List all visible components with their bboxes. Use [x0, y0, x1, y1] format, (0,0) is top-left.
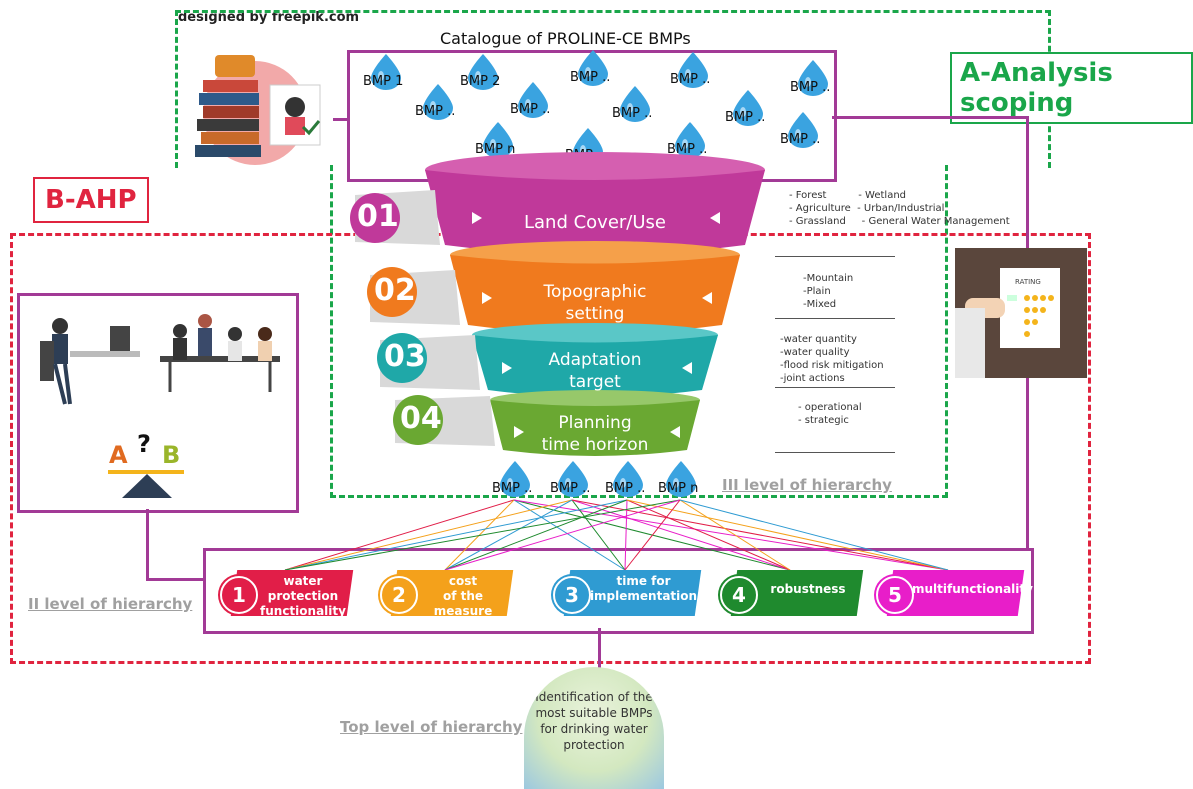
analysis-scoping-region-main [330, 165, 948, 498]
bmp-drop-bottom-label: BMP .. [605, 481, 646, 496]
divider-line [775, 318, 895, 319]
bmp-drop-top [483, 122, 513, 162]
land-cover-list: - Forest - Wetland - Agriculture - Urban… [789, 190, 1010, 227]
bmp-drop-top [798, 60, 828, 100]
criterion-number-badge: 5 [876, 576, 914, 614]
connector-line [832, 116, 1027, 119]
bmp-drop-top-label: BMP 2 [460, 74, 501, 89]
rating-illustration: RATING [955, 248, 1087, 378]
criterion-label-line1: multifunctionality [912, 582, 1033, 596]
bmp-drop-top-label: BMP .. [780, 132, 821, 147]
funnel-label-adaptation-line1: Adaptation [548, 350, 642, 370]
funnel-diagram [340, 150, 780, 470]
bmp-drop-top-label: BMP .. [790, 80, 831, 95]
bmp-drop-bottom [666, 461, 696, 501]
funnel-label-land-cover: Land Cover/Use [523, 212, 666, 233]
credit-text: designed by freepik.com [178, 10, 360, 25]
criterion-number-badge: 4 [720, 576, 758, 614]
bmp-drop-top [371, 54, 401, 94]
level3-label: III level of hierarchy [722, 476, 892, 494]
bmp-drop-top [675, 122, 705, 162]
bmp-drop-top [518, 82, 548, 122]
bmp-drop-top [423, 84, 453, 124]
planning-list: - operational - strategic [798, 402, 862, 426]
bmp-drop-bottom-label: BMP .. [550, 481, 591, 496]
divider-line [775, 256, 895, 257]
bmp-drop-top [620, 86, 650, 126]
bmp-drop-top-label: BMP 1 [363, 74, 404, 89]
section-a-label: A-Analysis scoping [950, 52, 1193, 124]
b-letter: B [162, 441, 181, 469]
criterion-number-badge: 2 [380, 576, 418, 614]
bmp-drop-top-label: BMP .. [667, 142, 708, 157]
funnel-num-1: 01 [357, 199, 399, 234]
bmp-drop-top-label: BMP .. [725, 110, 766, 125]
criterion-label-line2: implementation [589, 589, 698, 603]
rating-label: RATING [1015, 278, 1041, 286]
divider-line [775, 387, 895, 388]
criterion-label-line2: of the measure [433, 589, 493, 618]
scale-base-icon [122, 474, 172, 498]
criterion-label-line2: functionality [260, 604, 346, 618]
level2-label: II level of hierarchy [28, 595, 193, 613]
divider-line [775, 452, 895, 453]
question-mark: ? [137, 430, 151, 458]
connector-line [333, 118, 348, 121]
catalogue-title: Catalogue of PROLINE-CE BMPs [440, 29, 691, 48]
top-level-label: Top level of hierarchy [340, 718, 523, 736]
funnel-num-4: 04 [400, 401, 442, 436]
bmp-drop-top [733, 90, 763, 130]
bmp-drop-top-label: BMP .. [612, 106, 653, 121]
bmp-drop-top [788, 112, 818, 152]
funnel-num-2: 02 [374, 273, 416, 308]
section-b-label: B-AHP [33, 177, 149, 223]
bmp-drop-top [678, 52, 708, 92]
funnel-label-adaptation-line2: target [569, 372, 621, 392]
funnel-label-planning-line2: time horizon [541, 435, 649, 455]
bmp-drop-bottom-label: BMP .. [492, 481, 533, 496]
funnel-label-adaptation: Adaptation target [495, 349, 695, 393]
ahp-illustration-box: A ? B [17, 293, 299, 513]
bmp-drop-top [578, 50, 608, 90]
scale-beam [108, 470, 184, 474]
connector-line [598, 628, 601, 670]
goal-circle: Identification of the most suitable BMPs… [524, 667, 664, 789]
bmp-drop-bottom [500, 461, 530, 501]
topographic-list: -Mountain -Plain -Mixed [803, 273, 854, 310]
bmp-drop-bottom [613, 461, 643, 501]
a-letter: A [109, 441, 128, 469]
criterion-label-line1: robustness [770, 582, 846, 596]
funnel-label-topographic-line2: setting [565, 304, 625, 324]
funnel-label-topographic: Topographic setting [495, 281, 695, 325]
bmp-drop-top-label: BMP .. [415, 104, 456, 119]
bmp-drop-top-label: BMP .. [570, 70, 611, 85]
books-illustration [185, 55, 335, 165]
criterion-label-line1: time for [616, 574, 671, 588]
criterion-label-line1: cost [448, 574, 478, 588]
bmp-drop-top-label: BMP .. [670, 72, 711, 87]
bmp-drop-top-label: BMP n [475, 142, 516, 157]
bmp-drop-top-label: BMP .. [510, 102, 551, 117]
funnel-label-planning: Planning time horizon [495, 412, 695, 456]
goal-text: Identification of the most suitable BMPs… [535, 690, 653, 752]
connector-line [146, 509, 149, 580]
bmp-drop-top [468, 54, 498, 94]
funnel-label-topographic-line1: Topographic [543, 282, 647, 302]
bmp-drop-bottom [558, 461, 588, 501]
bmp-drop-bottom-label: BMP n [658, 481, 699, 496]
adaptation-list: -water quantity -water quality -flood ri… [780, 334, 884, 384]
criterion-4: 4 robustness [720, 568, 864, 620]
criterion-number-badge: 1 [220, 576, 258, 614]
funnel-label-planning-line1: Planning [558, 413, 632, 433]
criterion-label-line1: water protection [267, 574, 339, 603]
criterion-number-badge: 3 [553, 576, 591, 614]
connector-line [146, 578, 206, 581]
funnel-num-3: 03 [384, 339, 426, 374]
